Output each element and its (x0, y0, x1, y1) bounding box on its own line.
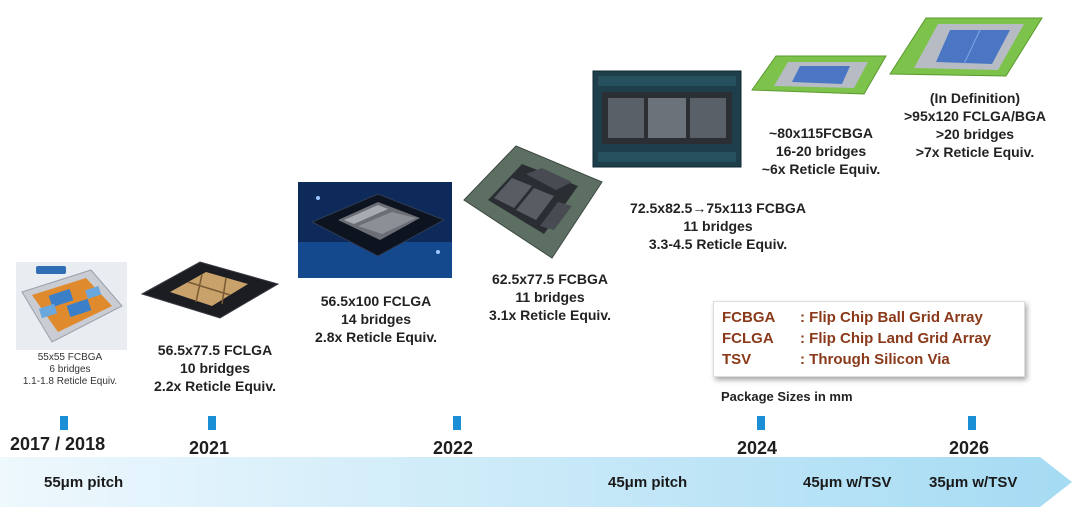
legend-abbr: TSV (722, 351, 752, 368)
package-caption-6: ~80x115FCBGA 16-20 bridges ~6x Reticle E… (748, 124, 894, 178)
package-size: ~80x115FCBGA (769, 125, 873, 141)
timeline-tick-2026 (968, 416, 976, 430)
timeline-tick-2017-2018 (60, 416, 68, 430)
package-caption-4: 62.5x77.5 FCBGA 11 bridges 3.1x Reticle … (478, 270, 622, 324)
year-label: 2021 (189, 438, 230, 458)
package-caption-7: (In Definition) >95x120 FCLGA/BGA >20 br… (890, 89, 1060, 161)
legend-abbr: FCLGA (722, 330, 774, 347)
package-bridges: 14 bridges (340, 311, 412, 327)
pitch-label: 45μm w/TSV (803, 474, 892, 491)
package-image-62x77 (463, 145, 603, 259)
timeline-tick-2022 (453, 416, 461, 430)
package-bridges: 10 bridges (179, 360, 251, 376)
package-size: 62.5x77.5 FCBGA (492, 271, 608, 287)
pitch-label: 45μm pitch (608, 474, 688, 491)
package-caption-1: 55x55 FCBGA 6 bridges 1.1-1.8 Reticle Eq… (8, 352, 132, 388)
package-caption-5: 72.5x82.5→75x113 FCBGA 11 bridges 3.3-4.… (612, 199, 824, 253)
package-bridges: >20 bridges (935, 126, 1015, 142)
legend-definition: : Flip Chip Land Grid Array (800, 330, 992, 347)
package-reticle: ~6x Reticle Equiv. (761, 161, 881, 177)
package-image-95x120 (889, 17, 1043, 77)
package-image-72x82 (592, 70, 742, 168)
package-reticle: 1.1-1.8 Reticle Equiv. (22, 376, 118, 387)
package-reticle: 3.3-4.5 Reticle Equiv. (648, 236, 788, 252)
timeline-arrow (0, 457, 1072, 507)
package-size: 56.5x77.5 FCLGA (157, 342, 273, 358)
package-note: (In Definition) (929, 90, 1021, 106)
package-bridges: 6 bridges (49, 364, 91, 375)
package-bridges: 16-20 bridges (775, 143, 867, 159)
package-image-56x100 (298, 182, 452, 278)
abbreviation-legend: FCBGA : Flip Chip Ball Grid Array FCLGA … (713, 301, 1025, 377)
package-bridges: 11 bridges (683, 218, 753, 234)
package-caption-2: 56.5x77.5 FCLGA 10 bridges 2.2x Reticle … (140, 341, 290, 395)
package-size: 72.5x82.5→75x113 FCBGA (630, 200, 806, 216)
legend-abbr: FCBGA (722, 309, 776, 326)
year-label: 2017 / 2018 (10, 434, 106, 454)
package-size: >95x120 FCLGA/BGA (904, 108, 1046, 124)
pitch-label: 55μm pitch (44, 474, 124, 491)
timeline-tick-2021 (208, 416, 216, 430)
package-reticle: 3.1x Reticle Equiv. (489, 307, 611, 323)
year-label: 2022 (433, 438, 474, 458)
year-label: 2026 (949, 438, 990, 458)
package-reticle: 2.8x Reticle Equiv. (315, 329, 437, 345)
year-label: 2024 (737, 438, 778, 458)
pitch-label: 35μm w/TSV (929, 474, 1018, 491)
timeline-tick-2024 (757, 416, 765, 430)
legend-definition: : Through Silicon Via (800, 351, 950, 368)
units-note: Package Sizes in mm (721, 389, 853, 404)
legend-definition: : Flip Chip Ball Grid Array (800, 309, 983, 326)
package-caption-3: 56.5x100 FCLGA 14 bridges 2.8x Reticle E… (296, 292, 456, 346)
package-size: 55x55 FCBGA (37, 352, 103, 363)
package-size: 56.5x100 FCLGA (320, 293, 432, 309)
package-reticle: 2.2x Reticle Equiv. (154, 378, 276, 394)
package-reticle: >7x Reticle Equiv. (915, 144, 1035, 160)
package-image-80x115 (751, 55, 887, 95)
package-image-56x77 (140, 261, 280, 319)
package-bridges: 11 bridges (515, 289, 585, 305)
package-image-55x55 (16, 262, 127, 350)
